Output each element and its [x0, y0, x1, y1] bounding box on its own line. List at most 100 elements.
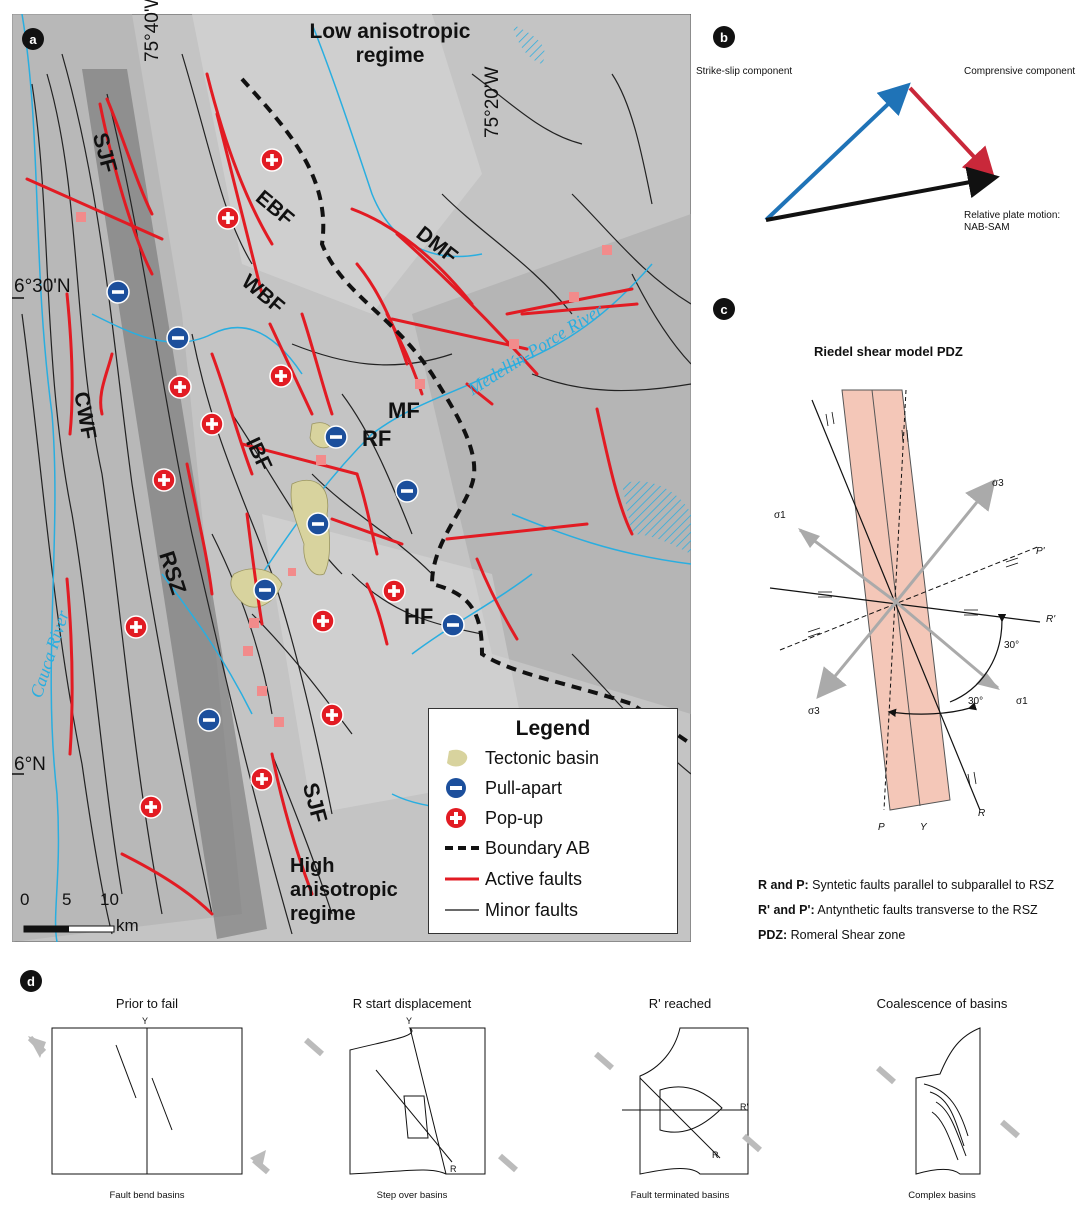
angle-label-1: 30°: [1004, 640, 1020, 651]
fault-label-hf: HF: [404, 604, 434, 629]
sigma3-arrow: [894, 479, 996, 603]
p-label: P: [878, 822, 885, 833]
scale-unit: km: [116, 916, 139, 935]
sigma3-label-top: σ3: [992, 478, 1004, 489]
legend-title: Legend: [515, 717, 591, 740]
pull-apart-markers: [106, 280, 465, 732]
note-text: Antynthetic faults transverse to the RSZ: [814, 903, 1038, 917]
note-r-p: R and P: Syntetic faults parallel to sub…: [758, 878, 1054, 892]
reservoir: [622, 481, 691, 554]
panel-label-b: b: [713, 26, 735, 48]
stage-caption-3: Fault terminated basins: [630, 1190, 730, 1201]
map-panel: a Low anisotropic regime High anisotropi…: [12, 0, 691, 942]
plate-motion-vector: [765, 166, 1000, 222]
panel-label-c: c: [713, 298, 735, 320]
stage-2-y-label: Y: [406, 1016, 413, 1026]
evolution-diagram: [27, 1027, 1020, 1175]
pink-markers: [76, 212, 612, 727]
legend-item-pull-apart: Pull-apart: [443, 775, 562, 801]
plate-motion-line-2: NAB-SAM: [964, 222, 1010, 233]
r-prime-line: [769, 587, 1041, 623]
stage-2-sketch: [349, 1027, 486, 1175]
note-pdz: PDZ: Romeral Shear zone: [758, 928, 905, 942]
legend-item-basin: Tectonic basin: [443, 745, 599, 771]
lon-label-1: 75°40'W: [142, 0, 163, 62]
scale-label-10: 10: [100, 890, 119, 909]
stress-arrow: [498, 1153, 518, 1173]
riedel-diagram: σ1 σ3 P' R' 30° 30° σ3 σ1 P Y R: [750, 370, 1080, 840]
note-key: PDZ:: [758, 928, 788, 942]
legend-label: Tectonic basin: [485, 747, 600, 768]
angle-arc: [949, 613, 1007, 703]
legend-item-minor-faults: Minor faults: [443, 897, 578, 923]
legend-item-pop-up: Pop-up: [443, 805, 543, 831]
legend-label: Active faults: [485, 868, 583, 889]
stage-2-r-label: R: [450, 1164, 457, 1174]
sigma3-label-bottom: σ3: [808, 706, 820, 717]
note-key: R and P:: [758, 878, 809, 892]
high-regime-line-3: regime: [290, 903, 356, 925]
legend-item-boundary: Boundary AB: [443, 835, 590, 861]
stage-3-r-prime-label: R': [740, 1102, 749, 1112]
low-regime-label: Low anisotropic regime: [300, 20, 480, 68]
y-line: [871, 389, 921, 807]
legend-label: Pop-up: [485, 807, 544, 828]
sigma1-arrowhead: [798, 528, 820, 548]
stage-1-y-label: Y: [142, 1016, 149, 1026]
pop-up-markers: [124, 148, 406, 819]
reservoir: [512, 24, 545, 64]
stress-arrow: [304, 1037, 324, 1057]
note-r-prime-p-prime: R' and P': Antynthetic faults transverse…: [758, 903, 1038, 917]
active-faults: [25, 72, 639, 916]
stage-title-4: Coalescence of basins: [876, 996, 1008, 1011]
stage-1-sketch: [51, 1027, 243, 1175]
y-label: Y: [920, 822, 927, 833]
sigma3-arrow: [816, 601, 898, 699]
note-text: Romeral Shear zone: [787, 928, 906, 942]
high-regime-label: High anisotropic regime: [290, 854, 398, 926]
legend-label: Pull-apart: [485, 777, 563, 798]
plate-motion-label: Relative plate motion: NAB-SAM: [964, 210, 1060, 234]
scale-bar: [23, 925, 115, 933]
sigma1-arrowhead: [976, 672, 1000, 690]
terrain-light: [192, 14, 482, 314]
low-regime-line-2: regime: [355, 44, 425, 67]
stress-arrow: [742, 1133, 762, 1153]
stress-arrow: [594, 1051, 614, 1071]
note-text: Syntetic faults parallel to subparallel …: [808, 878, 1054, 892]
sigma1-arrow: [895, 600, 999, 690]
p-prime-label: P': [1036, 546, 1045, 557]
shear-sense-marks: [807, 411, 1019, 787]
stage-caption-2: Step over basins: [376, 1190, 448, 1201]
stage-title-1: Prior to fail: [115, 996, 179, 1011]
legend: Legend Tectonic basin Pull-apart Pop-up …: [428, 708, 678, 934]
sigma1-arrow: [799, 528, 897, 604]
fault-label-rf: RF: [362, 426, 392, 451]
r-label: R: [978, 808, 986, 819]
scale-label-5: 5: [62, 890, 72, 909]
legend-label: Boundary AB: [485, 837, 591, 858]
stage-4-sketch: [915, 1027, 981, 1175]
lat-label-1: 6°30'N: [14, 276, 71, 297]
stage-3-sketch: [622, 1027, 749, 1175]
stage-title-2: R start displacement: [352, 996, 472, 1011]
fault-label-mf: MF: [388, 398, 420, 423]
angle-arc: [887, 702, 977, 717]
lat-label-2: 6°N: [14, 754, 46, 775]
panel-label-d: d: [20, 970, 42, 992]
stress-arrow: [876, 1065, 896, 1085]
scale-label-0: 0: [20, 890, 30, 909]
high-regime-line-2: anisotropic: [290, 879, 398, 901]
stress-arrow: [27, 1035, 47, 1055]
p-prime-line: [779, 545, 1041, 651]
strike-slip-vector: [764, 82, 911, 222]
low-regime-line-1: Low anisotropic: [309, 20, 471, 43]
angle-label-2: 30°: [968, 696, 984, 707]
boundary-ab: [240, 77, 691, 746]
compressive-vector: [908, 86, 996, 180]
stage-3-r-label: R: [712, 1150, 719, 1160]
vector-diagram: Strike-slip component Comprensive compon…: [696, 60, 1080, 260]
r-line: [811, 399, 981, 811]
panel-label-a: a: [22, 28, 44, 50]
r-prime-label: R': [1046, 614, 1056, 625]
